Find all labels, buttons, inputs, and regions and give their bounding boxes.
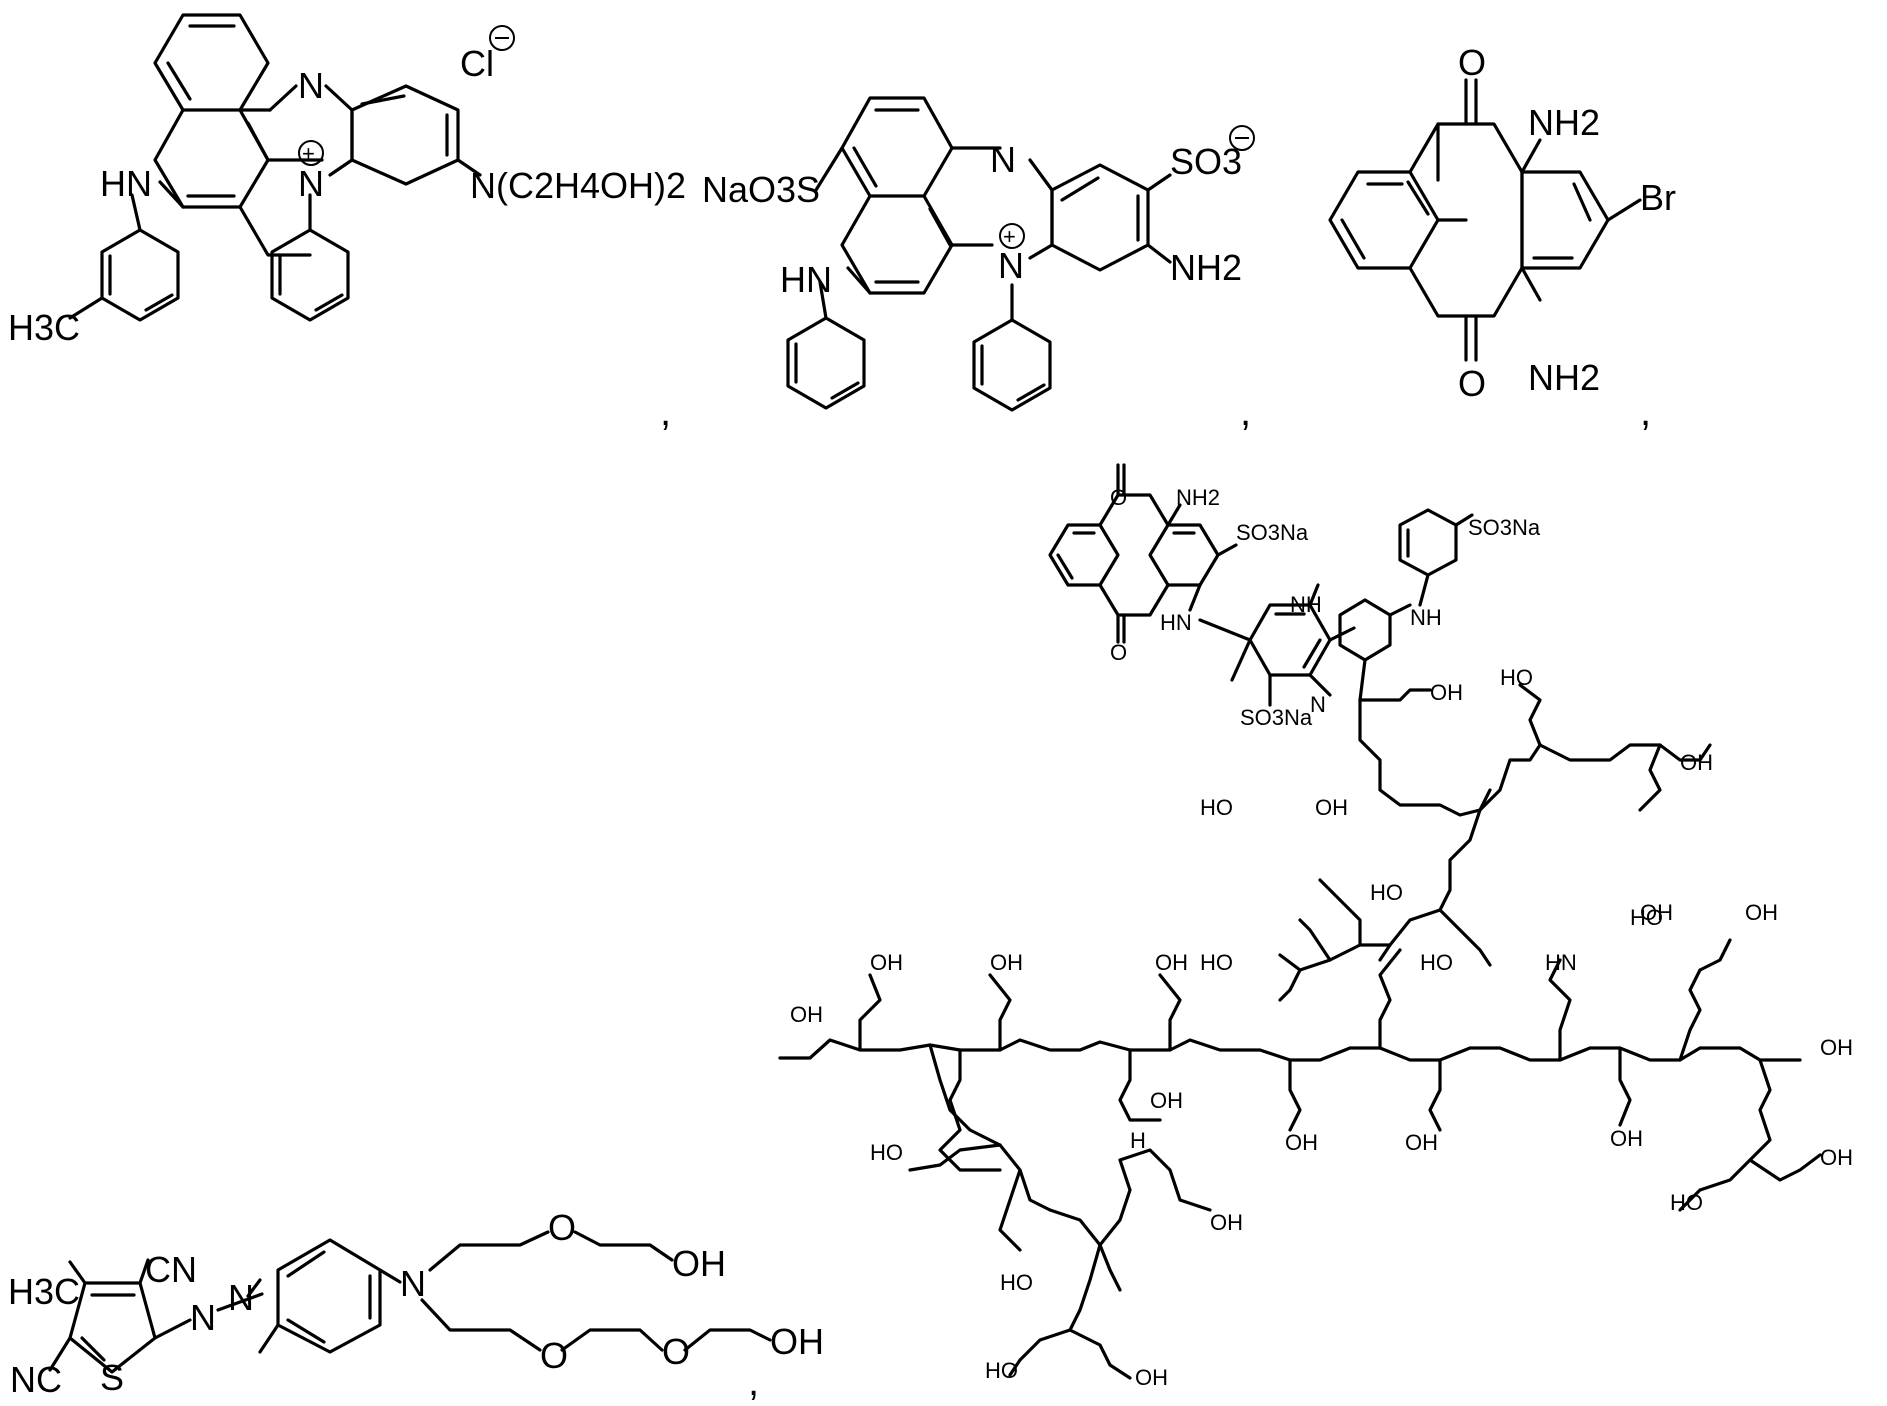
s4-cn2: NC (10, 1359, 62, 1400)
s5-oh-o: OH (1820, 1145, 1853, 1170)
s5-o-bot: O (1110, 640, 1127, 665)
separator-3: , (1640, 390, 1651, 434)
structure-2: N N + HN NaO3S SO3 NH2 (702, 98, 1254, 410)
s4-o1: O (548, 1207, 576, 1248)
s5-ho-h: HO (870, 1140, 903, 1165)
s4-n: N (400, 1263, 426, 1304)
s5-so3na3: SO3Na (1468, 515, 1541, 540)
s5-oh-f: OH (870, 950, 903, 975)
s5-oh-a: OH (1430, 680, 1463, 705)
s5-oh-p: OH (1210, 1210, 1243, 1235)
s4-s: S (100, 1357, 124, 1398)
s5-ho-d: HO (1200, 950, 1233, 975)
s1-n-top: N (298, 65, 324, 106)
s5-oh-i: OH (790, 1002, 823, 1027)
s4-azo1: N (190, 1297, 216, 1338)
s1-hn: HN (100, 163, 152, 204)
s1-ch3: H3C (8, 307, 80, 348)
s5-oh-k: OH (1285, 1130, 1318, 1155)
separator-1: , (660, 390, 671, 434)
s2-so3: SO3 (1170, 141, 1242, 182)
s3-nh2-top: NH2 (1528, 102, 1600, 143)
s5-oh-h: OH (1155, 950, 1188, 975)
s5-so3na2: SO3Na (1240, 705, 1313, 730)
s5-oh-j: OH (1150, 1088, 1183, 1113)
s4-o3: O (662, 1331, 690, 1372)
s3-br: Br (1640, 177, 1676, 218)
s1-plus-charge: + (302, 141, 315, 166)
s5-hn3: H (1130, 1128, 1146, 1153)
s5-oh-g: OH (990, 950, 1023, 975)
s5-n-core: N (1310, 692, 1326, 717)
s5-hn: HN (1160, 610, 1192, 635)
s5-oh-b: OH (1680, 750, 1713, 775)
s5-ho-j: HO (985, 1358, 1018, 1383)
s3-nh2-bot: NH2 (1528, 357, 1600, 398)
s4-oh2: OH (770, 1321, 824, 1362)
s5-ho-c: HO (1370, 880, 1403, 905)
s4-oh1: OH (672, 1243, 726, 1284)
s1-counter-ion: Cl (460, 43, 494, 84)
separator-2: , (1240, 390, 1251, 434)
s3-o-bot: O (1458, 363, 1486, 404)
s4-azo2: N (228, 1277, 254, 1318)
s2-n-top: N (990, 139, 1016, 180)
s5-o-top: O (1110, 485, 1127, 510)
s5-nh2: NH2 (1176, 485, 1220, 510)
s2-nh2: NH2 (1170, 247, 1242, 288)
s5-ho-e: HO (1420, 950, 1453, 975)
s2-so3na: NaO3S (702, 169, 820, 210)
s2-n-plus: N (998, 245, 1024, 286)
s5-oh-n: OH (1820, 1035, 1853, 1060)
s5-nh-aryl: NH (1410, 605, 1442, 630)
s5-ho-g: HO (1670, 1190, 1703, 1215)
structure-1: N N + HN H3C N(C2H4OH)2 Cl (8, 15, 686, 348)
s5-oh-q: OH (1135, 1365, 1168, 1390)
s5-ho-b: HO (1200, 795, 1233, 820)
s2-plus-charge: + (1003, 224, 1016, 249)
structure-4: H3C CN NC S N N N O O O OH OH (8, 1207, 824, 1400)
s1-n-plus: N (298, 163, 324, 204)
structure-3: O O NH2 NH2 Br (1330, 42, 1676, 404)
structure-5: O O NH2 SO3Na HN SO3Na NH NH SO3Na (780, 465, 1853, 1390)
s5-nh-link: NH (1290, 592, 1322, 617)
s1-n-sub: N(C2H4OH)2 (470, 165, 686, 206)
s5-ho-f: HO (1630, 905, 1663, 930)
s4-o2: O (540, 1335, 568, 1376)
s5-ho-i: HO (1000, 1270, 1033, 1295)
dendrimer-backbone (780, 685, 1820, 1378)
s5-hn2: HN (1545, 950, 1577, 975)
s3-o-top: O (1458, 42, 1486, 83)
s5-oh-e: OH (1745, 900, 1778, 925)
s4-ch3: H3C (8, 1271, 80, 1312)
s5-so3na1: SO3Na (1236, 520, 1309, 545)
s5-oh-c: OH (1315, 795, 1348, 820)
s5-oh-l: OH (1405, 1130, 1438, 1155)
separator-4: , (748, 1360, 759, 1404)
s5-ho-a: HO (1500, 665, 1533, 690)
s5-oh-m: OH (1610, 1126, 1643, 1151)
s2-hn: HN (780, 259, 832, 300)
s4-cn1: CN (145, 1249, 197, 1290)
